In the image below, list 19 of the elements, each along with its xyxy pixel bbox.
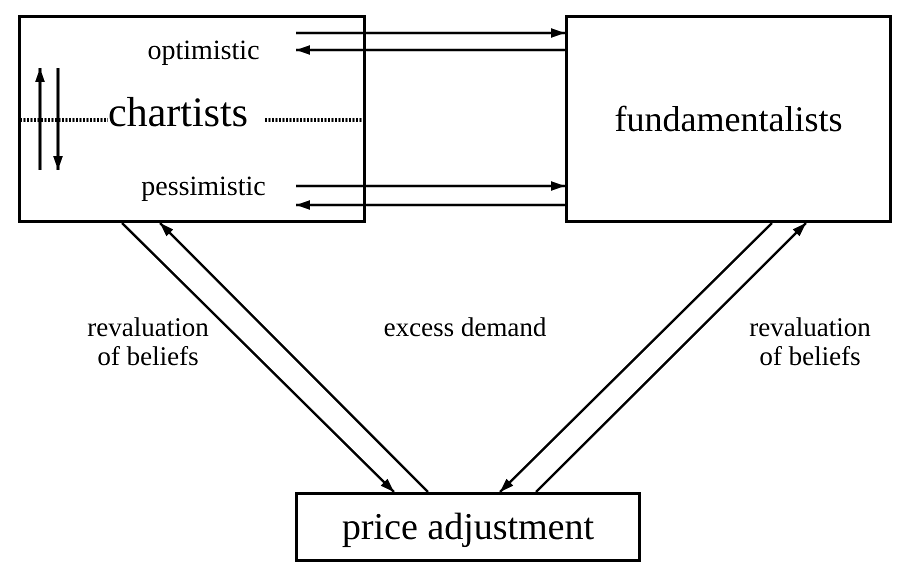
arrow [499, 222, 773, 493]
group-box [18, 15, 366, 223]
node-title: price adjustment [342, 508, 594, 546]
node-title: fundamentalists [614, 101, 842, 137]
arrow [296, 28, 565, 38]
arrow [296, 45, 565, 55]
arrow [296, 200, 565, 210]
arrow [121, 222, 395, 493]
arrow [296, 181, 565, 191]
arrow [535, 222, 807, 493]
state-label: optimistic [148, 37, 260, 65]
process-box [565, 15, 892, 223]
annotation-text: revaluation of beliefs [86, 313, 210, 371]
arrow [159, 222, 429, 493]
process-box [295, 492, 641, 562]
node-title: chartists [108, 92, 248, 134]
annotation-text: revaluation of beliefs [748, 313, 872, 371]
state-label: pessimistic [141, 173, 266, 201]
annotation-text: excess demand [382, 313, 548, 342]
